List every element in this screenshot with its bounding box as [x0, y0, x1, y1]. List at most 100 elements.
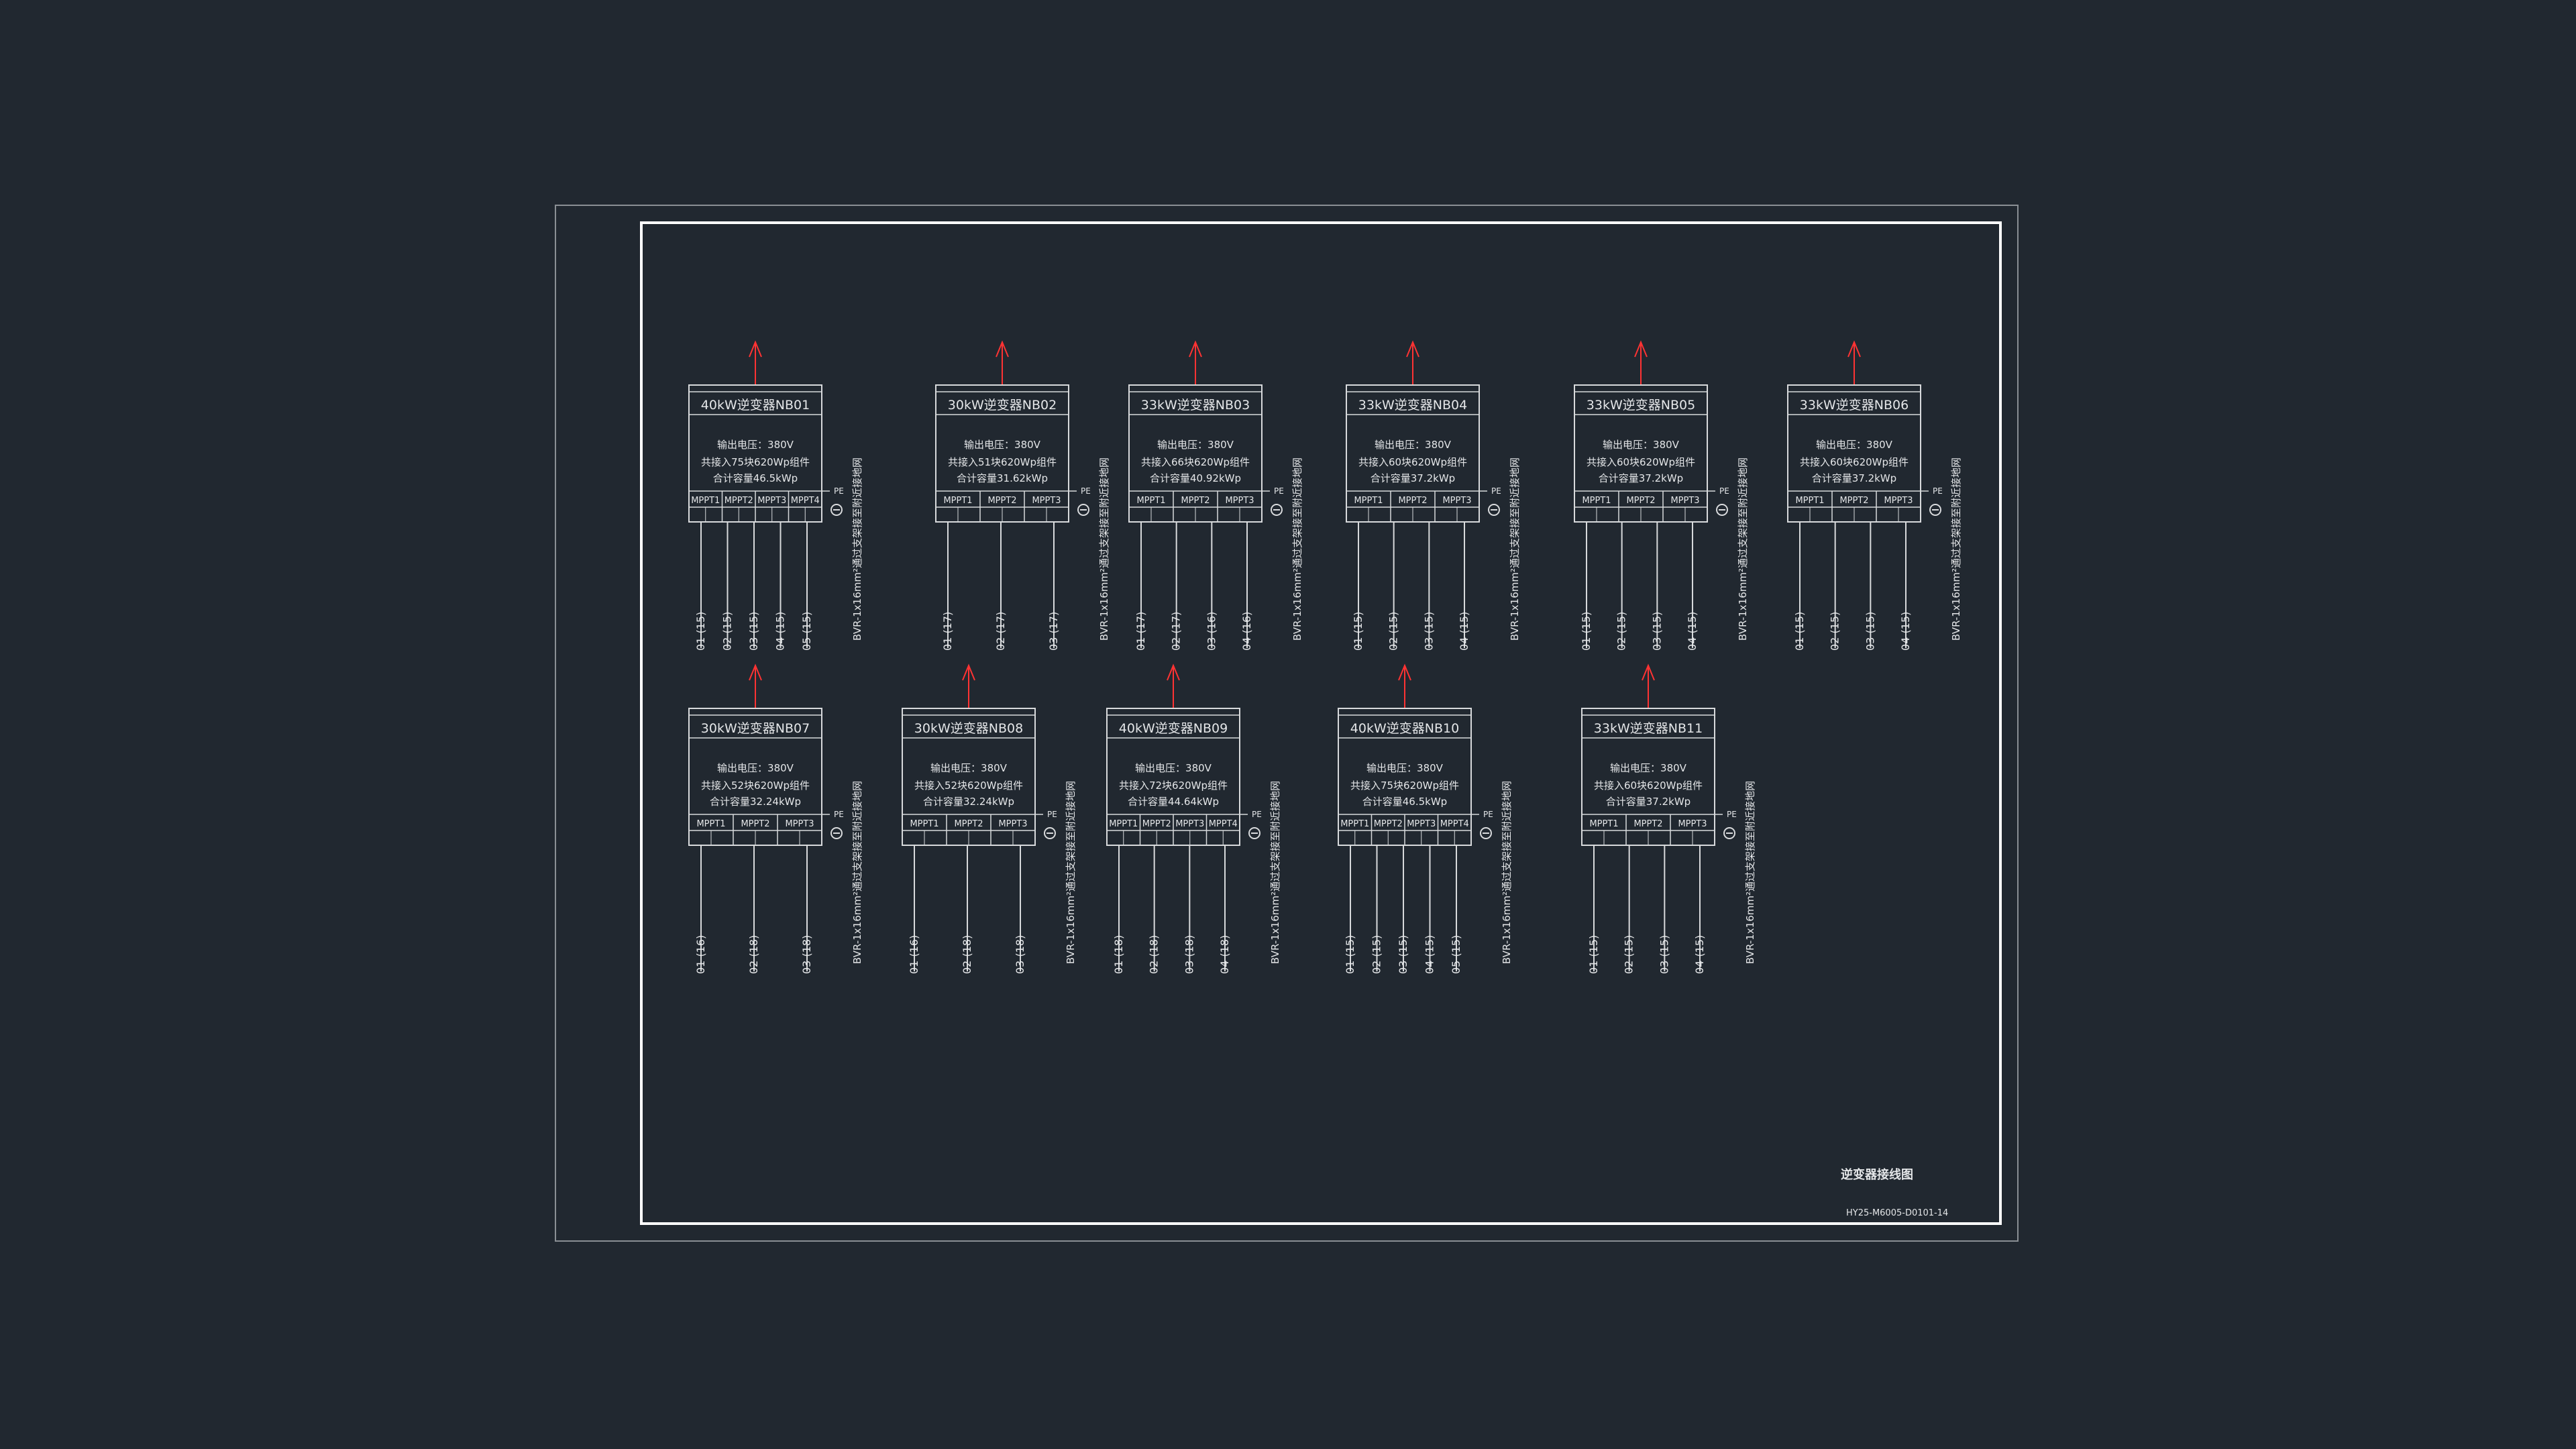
inverter-block: 33kW逆变器NB04输出电压：380V共接入60块620Wp组件合计容量37.… — [1346, 340, 1521, 651]
mppt-label: MPPT1 — [1582, 496, 1611, 506]
output-arrow-icon — [1847, 340, 1861, 358]
pv-string-label: 03 (15) — [1864, 612, 1876, 651]
pv-string-label: 02 (15) — [721, 612, 734, 651]
ground-icon — [1044, 827, 1056, 839]
inverter-block: 40kW逆变器NB01输出电压：380V共接入75块620Wp组件合计容量46.… — [688, 340, 863, 651]
pv-string-label: 02 (15) — [1829, 612, 1841, 651]
ground-icon — [1929, 504, 1941, 516]
inverter-name: 40kW逆变器NB10 — [1350, 721, 1459, 736]
output-arrow-icon — [1634, 340, 1648, 358]
inverter-block: 30kW逆变器NB07输出电压：380V共接入52块620Wp组件合计容量32.… — [688, 663, 863, 974]
inverter-name: 33kW逆变器NB11 — [1594, 721, 1703, 736]
inverter-block: 33kW逆变器NB05输出电压：380V共接入60块620Wp组件合计容量37.… — [1574, 340, 1749, 651]
grounding-note: BVR-1x16mm²通过支架接至附近接地网 — [851, 781, 863, 964]
output-voltage: 输出电压：380V — [1603, 439, 1680, 451]
pv-string-label: 04 (15) — [1693, 935, 1706, 974]
ground-icon — [1480, 827, 1492, 839]
total-capacity: 合计容量37.2kWp — [1606, 796, 1690, 808]
pv-string-label: 03 (15) — [1650, 612, 1663, 651]
mppt-label: MPPT1 — [1340, 819, 1369, 829]
inverter-blocks: 40kW逆变器NB01输出电压：380V共接入75块620Wp组件合计容量46.… — [688, 340, 1962, 974]
pv-string-label: 04 (15) — [774, 612, 787, 651]
pv-string-label: 01 (17) — [941, 612, 954, 651]
pv-string-label: 01 (15) — [1352, 612, 1364, 651]
output-voltage: 输出电压：380V — [717, 762, 794, 774]
drawing-number: HY25-M6005-D0101-14 — [1846, 1208, 1948, 1218]
pv-string-label: 02 (18) — [747, 935, 760, 974]
output-voltage: 输出电压：380V — [1157, 439, 1234, 451]
inverter-block: 40kW逆变器NB09输出电压：380V共接入72块620Wp组件合计容量44.… — [1106, 663, 1281, 974]
pv-string-label: 01 (15) — [1587, 935, 1600, 974]
inverter-block: 30kW逆变器NB02输出电压：380V共接入51块620Wp组件合计容量31.… — [935, 340, 1110, 651]
grounding-note: BVR-1x16mm²通过支架接至附近接地网 — [1291, 458, 1303, 641]
mppt-label: MPPT4 — [791, 496, 820, 506]
pv-string-label: 03 (18) — [1183, 935, 1195, 974]
module-count: 共接入51块620Wp组件 — [948, 456, 1057, 468]
inverter-name: 33kW逆变器NB05 — [1587, 398, 1695, 413]
mppt-label: MPPT2 — [1142, 819, 1171, 829]
mppt-label: MPPT2 — [1374, 819, 1403, 829]
output-arrow-icon — [1398, 663, 1411, 681]
module-count: 共接入60块620Wp组件 — [1594, 780, 1703, 792]
pv-string-label: 02 (15) — [1371, 935, 1383, 974]
grounding-note: BVR-1x16mm²通过支架接至附近接地网 — [1098, 458, 1110, 641]
pv-string-label: 03 (15) — [747, 612, 760, 651]
mppt-label: MPPT3 — [1032, 496, 1061, 506]
output-voltage: 输出电压：380V — [1375, 439, 1452, 451]
pe-label: PE — [1727, 810, 1737, 819]
grounding-note: BVR-1x16mm²通过支架接至附近接地网 — [1737, 458, 1749, 641]
pe-label: PE — [1483, 810, 1493, 819]
inverter-name: 30kW逆变器NB02 — [948, 398, 1057, 413]
module-count: 共接入75块620Wp组件 — [701, 456, 810, 468]
mppt-label: MPPT2 — [1633, 819, 1662, 829]
total-capacity: 合计容量37.2kWp — [1599, 472, 1683, 484]
pv-string-label: 02 (17) — [1170, 612, 1183, 651]
pv-string-label: 04 (15) — [1899, 612, 1912, 651]
ground-icon — [830, 504, 843, 516]
inverter-name: 33kW逆变器NB03 — [1141, 398, 1250, 413]
mppt-label: MPPT3 — [1442, 496, 1471, 506]
inverter-name: 33kW逆变器NB04 — [1358, 398, 1467, 413]
output-arrow-icon — [1167, 663, 1180, 681]
grounding-note: BVR-1x16mm²通过支架接至附近接地网 — [1269, 781, 1281, 964]
pv-string-label: 01 (16) — [908, 935, 920, 974]
output-arrow-icon — [749, 340, 762, 358]
inverter-name: 40kW逆变器NB09 — [1119, 721, 1228, 736]
mppt-label: MPPT4 — [1209, 819, 1238, 829]
mppt-label: MPPT1 — [696, 819, 725, 829]
pv-string-label: 03 (15) — [1658, 935, 1670, 974]
mppt-label: MPPT1 — [943, 496, 972, 506]
inverter-block: 40kW逆变器NB10输出电压：380V共接入75块620Wp组件合计容量46.… — [1338, 663, 1513, 974]
mppt-label: MPPT3 — [998, 819, 1027, 829]
total-capacity: 合计容量32.24kWp — [923, 796, 1014, 808]
mppt-label: MPPT3 — [1670, 496, 1699, 506]
ground-icon — [1716, 504, 1728, 516]
grounding-note: BVR-1x16mm²通过支架接至附近接地网 — [1744, 781, 1756, 964]
pe-label: PE — [1081, 486, 1091, 496]
mppt-label: MPPT1 — [691, 496, 720, 506]
mppt-label: MPPT2 — [741, 819, 769, 829]
pv-string-label: 02 (15) — [1615, 612, 1628, 651]
pv-string-label: 05 (15) — [800, 612, 813, 651]
mppt-label: MPPT3 — [1225, 496, 1254, 506]
output-arrow-icon — [1406, 340, 1419, 358]
mppt-label: MPPT1 — [1589, 819, 1618, 829]
pv-string-label: 03 (18) — [1014, 935, 1026, 974]
output-voltage: 输出电压：380V — [930, 762, 1008, 774]
pv-string-label: 01 (18) — [1112, 935, 1125, 974]
ground-icon — [1723, 827, 1735, 839]
pv-string-label: 01 (16) — [694, 935, 707, 974]
pv-string-label: 02 (15) — [1387, 612, 1400, 651]
ground-icon — [1488, 504, 1500, 516]
mppt-label: MPPT2 — [1626, 496, 1655, 506]
module-count: 共接入66块620Wp组件 — [1141, 456, 1250, 468]
pe-label: PE — [1274, 486, 1284, 496]
grounding-note: BVR-1x16mm²通过支架接至附近接地网 — [851, 458, 863, 641]
pv-string-label: 02 (18) — [1148, 935, 1161, 974]
module-count: 共接入52块620Wp组件 — [701, 780, 810, 792]
mppt-label: MPPT2 — [724, 496, 753, 506]
mppt-label: MPPT1 — [1109, 819, 1138, 829]
ground-icon — [830, 827, 843, 839]
inverter-name: 33kW逆变器NB06 — [1800, 398, 1909, 413]
